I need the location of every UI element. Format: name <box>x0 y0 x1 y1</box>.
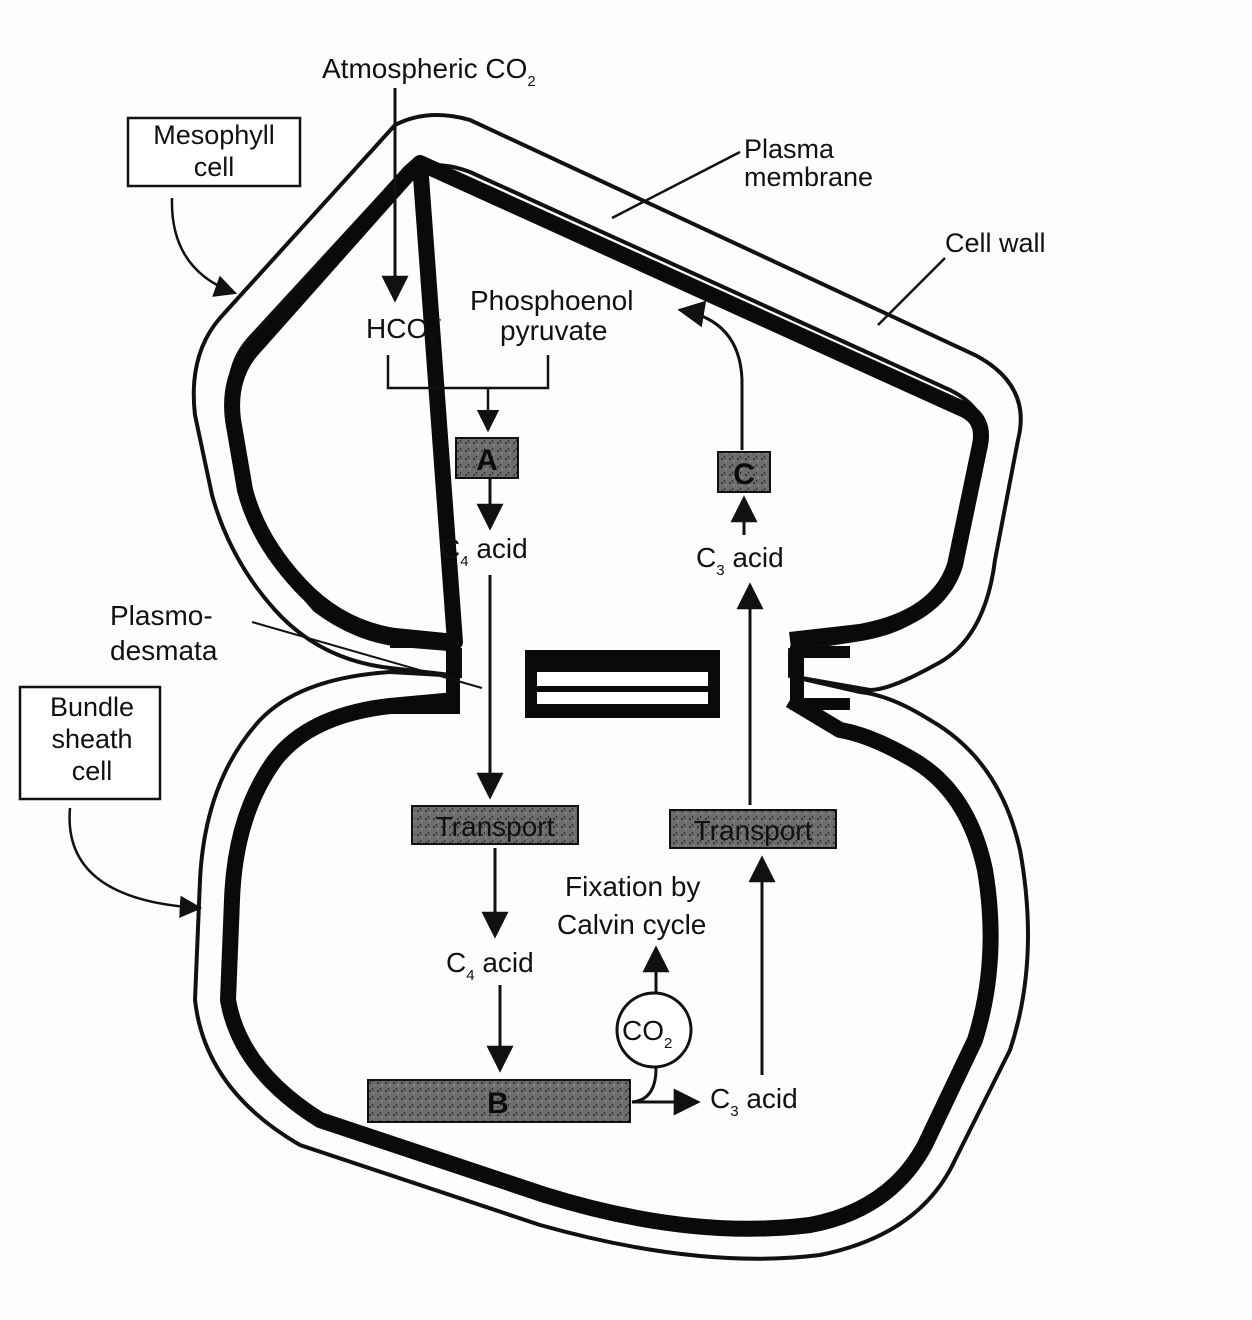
fixation-label-line1: Fixation by <box>565 871 700 902</box>
bundle-sheath-label-box <box>18 685 162 801</box>
enzyme-box-b <box>367 1079 631 1123</box>
substrate-bracket <box>386 355 550 430</box>
plasmodesmata-channels <box>390 634 850 718</box>
fixation-label-line2: Calvin cycle <box>557 909 706 940</box>
plasmodesmata-label-line2: desmata <box>110 635 218 666</box>
transport-left-label: Transport <box>436 811 555 842</box>
transport-right-box <box>669 809 837 849</box>
enzyme-box-c <box>717 451 771 493</box>
bundle-sheath-pointer-arrow <box>68 807 203 919</box>
mesophyll-pointer-arrow <box>170 197 238 297</box>
bundle-sheath-label-line2: sheath <box>51 724 132 754</box>
mesophyll-label-line2: cell <box>194 152 235 182</box>
bundle-sheath-label-line3: cell <box>72 756 113 786</box>
bundle-outer-wall <box>192 669 1030 1261</box>
enzyme-box-a <box>455 437 519 479</box>
mesophyll-plasma-membrane <box>224 155 989 650</box>
enzyme-box-b-label: B <box>487 1087 509 1120</box>
c4-acid-top-label: C4 acid <box>440 533 528 570</box>
enzyme-box-a-label: A <box>476 444 498 477</box>
mesophyll-cell-shape <box>191 113 1023 693</box>
co2-circle-label: CO2 <box>622 1015 672 1052</box>
atmospheric-co2-label: Atmospheric CO2 <box>322 53 536 90</box>
cell-wall-label: Cell wall <box>945 228 1046 258</box>
transport-left-box <box>411 805 579 845</box>
plasma-membrane-label-line1: Plasma <box>744 134 835 164</box>
bundle-sheath-label-line1: Bundle <box>50 692 134 722</box>
cell-wall-pointer <box>877 257 946 326</box>
plasma-membrane-label-line2: membrane <box>744 162 873 192</box>
c4-acid-bottom-label: C4 acid <box>446 947 534 984</box>
plasma-membrane-pointer <box>611 150 741 220</box>
c3-acid-bottom-label: C3 acid <box>710 1083 798 1120</box>
hco3-label: HCO3- <box>366 311 442 350</box>
bundle-plasma-membrane <box>220 692 999 1237</box>
b-to-co2-connector <box>631 1067 658 1104</box>
pep-label-line2: pyruvate <box>500 315 607 346</box>
bundle-sheath-cell-shape <box>192 669 1030 1261</box>
c3-acid-top-label: C3 acid <box>696 542 784 579</box>
mesophyll-label-box <box>126 116 302 188</box>
plasmodesmata-label-line1: Plasmo- <box>110 600 213 631</box>
mesophyll-label-line1: Mesophyll <box>153 120 275 150</box>
enzyme-box-c-label: C <box>733 458 755 491</box>
pep-label-line1: Phosphoenol <box>470 285 633 316</box>
transport-right-label: Transport <box>694 815 813 846</box>
plasmodesmata-pointer <box>251 621 483 689</box>
c-to-pep-arrow <box>677 300 744 450</box>
co2-circle <box>615 991 693 1069</box>
